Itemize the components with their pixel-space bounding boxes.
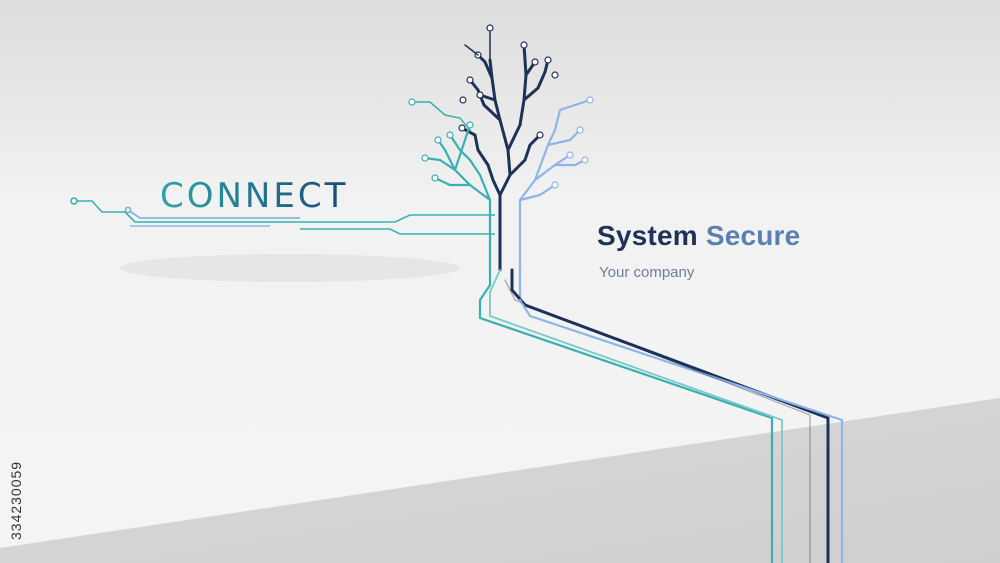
title-word-secure: Secure: [705, 220, 801, 251]
company-subtitle: Your company: [599, 264, 695, 281]
floor: [0, 398, 1000, 563]
circuit-lines: [70, 197, 495, 235]
system-secure-title: System Secure: [597, 220, 800, 252]
connect-text: CONNECT: [160, 176, 349, 216]
shadow: [120, 254, 460, 282]
title-word-system: System: [597, 220, 698, 251]
circuit-tree: [408, 24, 844, 563]
watermark-id: 334230059: [8, 460, 24, 540]
